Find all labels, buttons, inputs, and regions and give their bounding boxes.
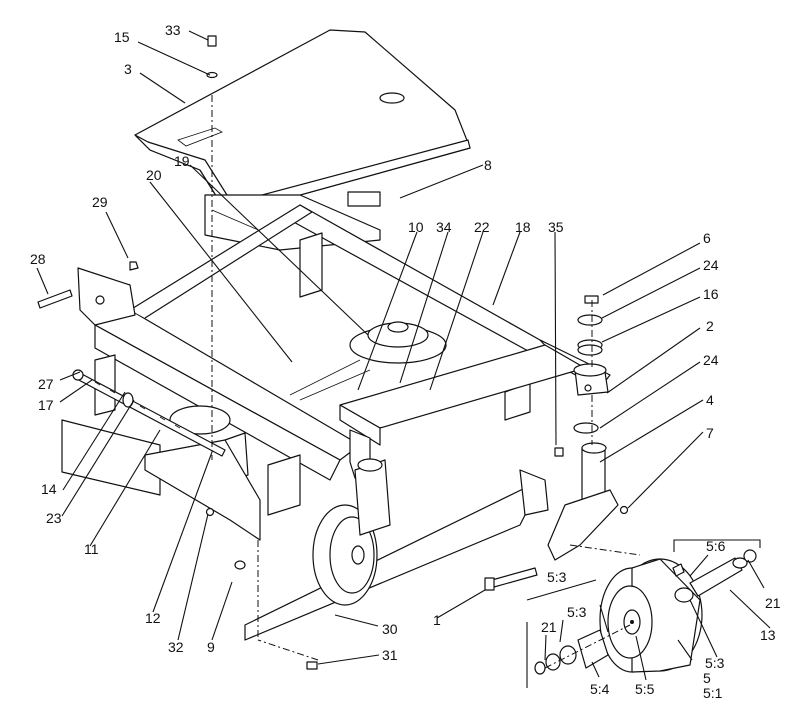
pivot-housing xyxy=(573,363,609,396)
callout-13: 13 xyxy=(760,627,776,643)
callout-11: 11 xyxy=(84,541,99,557)
callout-2: 2 xyxy=(706,318,714,334)
callout-21-left: 21 xyxy=(541,619,557,635)
deck-cover xyxy=(134,29,471,216)
callout-33: 33 xyxy=(165,22,181,38)
callout-22: 22 xyxy=(474,219,490,235)
callout-19: 19 xyxy=(174,153,190,169)
callout-18: 18 xyxy=(515,219,531,235)
callout-17: 17 xyxy=(38,397,54,413)
caster-fork xyxy=(547,442,619,561)
callout-31: 31 xyxy=(382,647,398,663)
left-caster-wheel xyxy=(312,458,391,606)
leader-lines xyxy=(36,30,704,665)
pulley-assembly xyxy=(169,321,447,435)
callout-9: 9 xyxy=(207,639,215,655)
callout-1: 1 xyxy=(433,612,441,628)
threaded-rod xyxy=(72,369,226,457)
callout-28: 28 xyxy=(30,251,46,267)
wheel-bracket-lines xyxy=(526,539,771,688)
callout-5-1: 5:1 xyxy=(703,685,723,701)
washer-stack xyxy=(573,295,603,434)
callout-5-5: 5:5 xyxy=(635,681,655,697)
axle-spacer xyxy=(674,549,757,603)
callout-8: 8 xyxy=(484,157,492,173)
callout-14: 14 xyxy=(41,481,57,497)
callout-4: 4 xyxy=(706,392,714,408)
callout-35: 35 xyxy=(548,219,564,235)
callout-32: 32 xyxy=(168,639,184,655)
callout-24-bottom: 24 xyxy=(703,352,719,368)
axle-bolt xyxy=(484,567,538,591)
callout-3: 3 xyxy=(124,61,132,77)
callout-5-3-c: 5:3 xyxy=(705,655,725,671)
assembly-lines xyxy=(211,95,641,669)
callout-5-4: 5:4 xyxy=(590,681,610,697)
callout-5-3-a: 5:3 xyxy=(547,569,567,585)
side-bracket xyxy=(77,267,136,326)
callout-12: 12 xyxy=(145,610,161,626)
frame-front-tube xyxy=(94,204,361,481)
callout-21-right: 21 xyxy=(765,595,781,611)
small-hardware xyxy=(37,35,685,670)
callout-10: 10 xyxy=(408,219,424,235)
callout-7: 7 xyxy=(706,425,714,441)
callout-27: 27 xyxy=(38,376,54,392)
callout-29: 29 xyxy=(92,194,108,210)
callout-5-3-b: 5:3 xyxy=(567,604,587,620)
callout-labels: 33 15 3 8 19 20 10 34 22 18 35 6 24 16 2… xyxy=(30,22,781,701)
callout-5: 5 xyxy=(703,670,711,686)
callout-6: 6 xyxy=(703,230,711,246)
center-tube xyxy=(339,344,586,481)
callout-20: 20 xyxy=(146,167,162,183)
callout-34: 34 xyxy=(436,219,452,235)
callout-23: 23 xyxy=(46,510,62,526)
callout-5-6: 5:6 xyxy=(706,538,726,554)
callout-24-top: 24 xyxy=(703,257,719,273)
caster-wheel xyxy=(599,558,703,673)
callout-30: 30 xyxy=(382,621,398,637)
front-baffle xyxy=(244,469,549,641)
callout-15: 15 xyxy=(114,29,130,45)
callout-16: 16 xyxy=(703,286,719,302)
